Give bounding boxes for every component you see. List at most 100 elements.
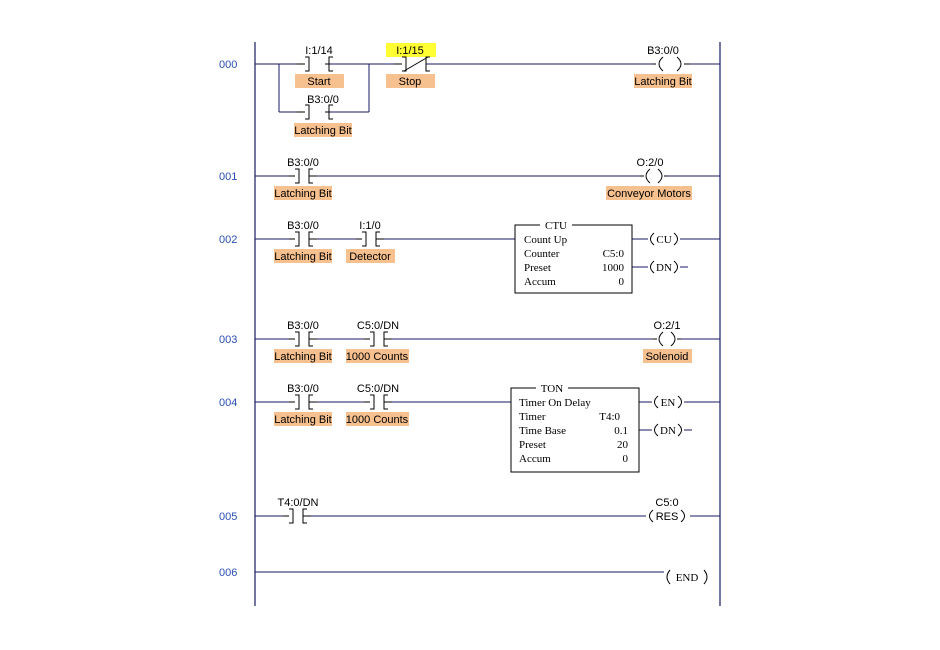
rung-number: 001 [219,171,237,183]
desc-bg [274,249,332,263]
latch-contact[interactable]: B3:0/0 Latching Bit [274,383,332,426]
end-label: END [676,572,699,584]
contact-address: B3:0/0 [287,157,319,169]
desc-bg [643,349,692,363]
no-contact-icon [283,508,311,524]
contact-desc: 1000 Counts [346,351,409,363]
desc-bg [274,349,332,363]
rung-number: 002 [219,234,237,246]
desc-bg [346,249,395,263]
cu-output[interactable]: CU [650,232,678,246]
solenoid-coil[interactable]: O:2/1 Solenoid [643,320,692,363]
ton-box [510,387,640,473]
ton-subtitle: Timer On Delay [519,397,591,409]
contact-address: I:1/14 [305,45,333,57]
desc-bg [295,74,344,88]
ctu-instruction[interactable]: CTU Count Up Counter C5:0 Preset 1000 Ac… [514,220,633,294]
ton-timebase-label: Time Base [519,425,566,437]
ton-preset-label: Preset [519,439,546,451]
ton-accum-label: Accum [519,453,551,465]
contact-desc: Latching Bit [274,251,331,263]
stop-contact[interactable]: I:1/15 Stop [386,43,436,88]
ctu-subtitle: Count Up [524,234,568,246]
dn-label: DN [660,425,676,437]
rung-005[interactable]: 005 T4:0/DN C5:0 RES [219,497,720,524]
en-output[interactable]: EN [654,395,682,409]
desc-bg [346,349,409,363]
ctu-counter-label: Counter [524,248,560,260]
conveyor-coil[interactable]: O:2/0 Conveyor Motors [606,157,692,200]
rung-number: 004 [219,397,237,409]
rung-002[interactable]: 002 B3:0/0 Latching Bit I:1/0 Detector C… [219,220,720,294]
nc-contact-icon [394,56,430,72]
no-contact-icon [289,394,317,410]
desc-bg [346,412,409,426]
ctu-title: CTU [545,220,567,232]
ton-timebase-value: 0.1 [614,425,628,437]
dn-output[interactable]: DN [650,260,678,274]
rung-004[interactable]: 004 B3:0/0 Latching Bit C5:0/DN 1000 Cou… [219,383,720,473]
contact-desc: Stop [399,76,422,88]
dn-label: DN [656,262,672,274]
rung-003[interactable]: 003 B3:0/0 Latching Bit C5:0/DN 1000 Cou… [219,320,720,363]
latch-coil[interactable]: B3:0/0 Latching Bit [634,45,692,88]
ctu-accum-label: Accum [524,276,556,288]
rung-number: 000 [219,59,237,71]
coil-icon [653,331,681,347]
ton-accum-value: 0 [623,453,629,465]
contact-desc: Start [307,76,330,88]
latch-contact[interactable]: B3:0/0 Latching Bit [294,94,352,137]
ton-timer-value: T4:0 [599,411,620,423]
no-contact-icon [297,104,333,120]
coil-icon [652,56,690,72]
contact-desc: Latching Bit [294,125,351,137]
no-contact-icon [289,331,317,347]
reset-address: C5:0 [655,497,678,509]
rung-001[interactable]: 001 B3:0/0 Latching Bit O:2/0 Conveyor M… [219,157,720,200]
no-contact-icon [289,168,317,184]
ton-instruction[interactable]: TON Timer On Delay Timer T4:0 Time Base … [510,383,640,473]
rung-006[interactable]: 006 END [219,567,708,585]
desc-bg [274,186,332,200]
contact-address: B3:0/0 [287,220,319,232]
latch-contact[interactable]: B3:0/0 Latching Bit [274,320,332,363]
desc-bg [606,186,692,200]
desc-bg [634,74,692,88]
detector-contact[interactable]: I:1/0 Detector [346,220,395,263]
contact-desc: Latching Bit [274,188,331,200]
coil-desc: Conveyor Motors [607,188,691,200]
no-contact-icon [356,231,384,247]
desc-bg [386,74,435,88]
counter-done-contact[interactable]: C5:0/DN 1000 Counts [346,320,409,363]
ctu-accum-value: 0 [619,276,625,288]
ton-preset-value: 20 [617,439,629,451]
address-highlight [386,43,436,57]
ctu-preset-value: 1000 [602,262,625,274]
reset-label: RES [656,511,679,523]
ctu-preset-label: Preset [524,262,551,274]
coil-icon [649,509,685,523]
ton-title: TON [541,383,563,395]
contact-address: C5:0/DN [357,383,399,395]
start-contact[interactable]: I:1/14 Start [295,45,344,88]
latch-contact[interactable]: B3:0/0 Latching Bit [274,220,332,263]
contact-address: B3:0/0 [307,94,339,106]
rung-000[interactable]: 000 I:1/14 Start I:1/15 Stop B3:0/0 [219,43,720,137]
coil-address: B3:0/0 [647,45,679,57]
desc-bg [294,123,352,137]
dn-output[interactable]: DN [654,423,682,437]
reset-output[interactable]: C5:0 RES [649,497,685,523]
en-label: EN [661,397,676,409]
contact-address: C5:0/DN [357,320,399,332]
timer-done-contact[interactable]: T4:0/DN [278,497,319,524]
ctu-counter-value: C5:0 [603,248,625,260]
coil-icon [650,260,678,274]
no-contact-icon [364,331,392,347]
coil-address: O:2/1 [654,320,681,332]
contact-address: I:1/0 [359,220,380,232]
latch-contact[interactable]: B3:0/0 Latching Bit [274,157,332,200]
coil-icon [650,232,678,246]
end-instruction[interactable]: END [666,569,708,585]
cu-label: CU [656,234,671,246]
counter-done-contact[interactable]: C5:0/DN 1000 Counts [346,383,409,426]
